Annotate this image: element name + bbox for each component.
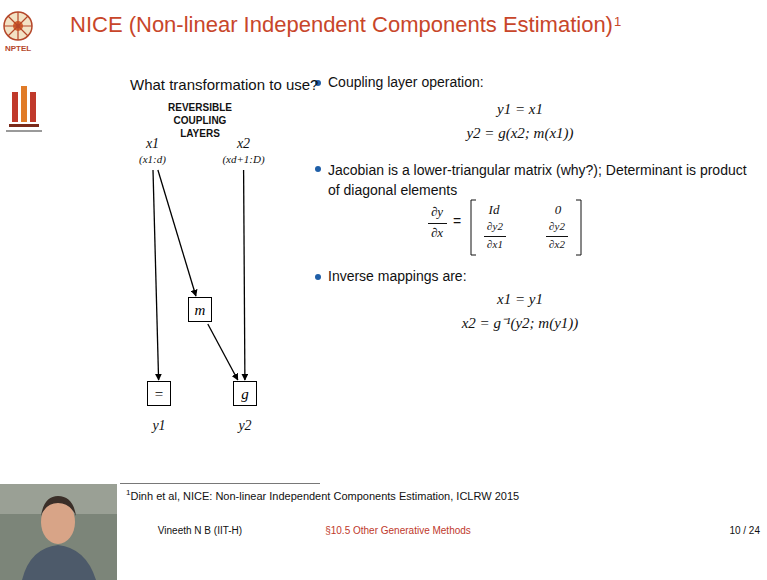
page-number: 10 / 24 <box>729 525 760 537</box>
layer-box: m <box>188 297 212 322</box>
box-label: g <box>241 385 249 403</box>
nptel-emblem <box>4 12 32 40</box>
presenter-video <box>0 484 117 580</box>
flow-arrow <box>158 170 196 296</box>
equation: y1 = x1 <box>497 100 543 118</box>
input-name: x1 <box>137 136 168 153</box>
footnote-text: Dinh et al, NICE: Non-linear Independent… <box>130 490 519 502</box>
logo-text: NPTEL <box>5 44 31 54</box>
equation: y2 = g(x2; m(x1)) <box>466 124 573 142</box>
input-range: (x1:d) <box>137 153 168 166</box>
equation: x2 = g⁻¹(y2; m(y1)) <box>462 314 579 332</box>
diagram-heading: REVERSIBLE COUPLING LAYERS <box>158 101 242 140</box>
slide-title: NICE (Non-linear Independent Components … <box>70 12 613 37</box>
flow-arrow <box>244 170 245 380</box>
footnote-marker: 1 <box>126 488 130 497</box>
fraction-part: ∂y <box>431 204 443 220</box>
layer-box: g <box>233 381 257 406</box>
output-name: y2 <box>238 418 251 435</box>
output-name: y1 <box>152 418 165 435</box>
footnote-row: 1Dinh et al, NICE: Non-linear Independen… <box>126 488 519 503</box>
flow-arrow <box>153 170 159 380</box>
footer-author: Vineeth N B (IIT-H) <box>158 525 242 537</box>
matrix-entry: Id <box>489 202 500 218</box>
question-text: What transformation to use? <box>130 76 318 94</box>
equals-sign: = <box>453 213 461 230</box>
input-block: x1(x1:d) <box>137 136 168 168</box>
matrix-entry: 0 <box>555 202 562 218</box>
layer-box: = <box>147 381 171 406</box>
title-row: NICE (Non-linear Independent Components … <box>70 12 621 38</box>
flow-arrow <box>208 324 238 380</box>
bullet-dots <box>315 80 321 280</box>
input-range: (xd+1:D) <box>220 153 267 166</box>
equation: x1 = y1 <box>497 290 543 308</box>
institute-logo <box>6 86 42 132</box>
matrix-strokes <box>428 200 581 255</box>
fraction-part: ∂x <box>431 225 443 241</box>
fraction-part: ∂y2 <box>487 220 503 233</box>
fraction-part: ∂x2 <box>549 238 565 251</box>
footnote-rule <box>120 483 320 484</box>
input-block: x2(xd+1:D) <box>220 136 267 168</box>
box-label: = <box>155 385 163 403</box>
fraction-part: ∂y2 <box>549 220 565 233</box>
input-name: x2 <box>220 136 267 153</box>
bullet-text: Inverse mappings are: <box>328 268 467 285</box>
footer-section: §10.5 Other Generative Methods <box>325 525 471 537</box>
fraction-part: ∂x1 <box>487 238 503 251</box>
bullet-text: Coupling layer operation: <box>328 74 484 91</box>
bullet-text: Jacobian is a lower-triangular matrix (w… <box>328 160 760 200</box>
box-label: m <box>195 301 206 319</box>
footnote-marker: 1 <box>614 14 621 29</box>
